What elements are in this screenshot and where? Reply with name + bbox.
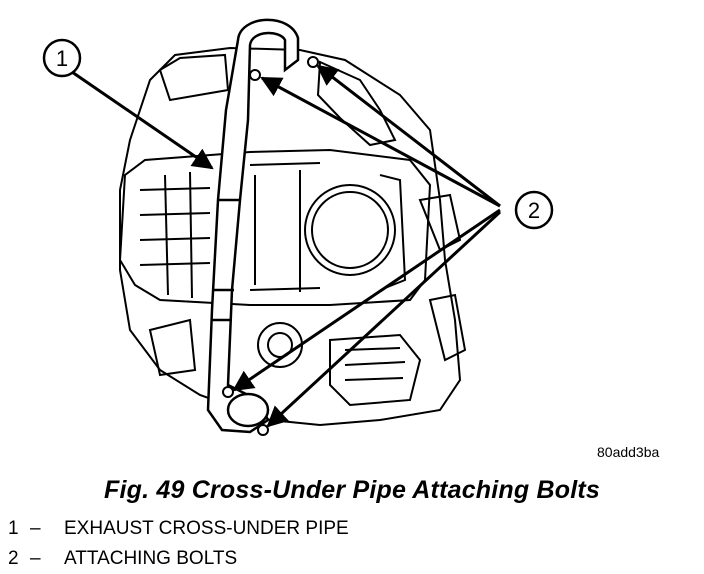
bolt-top-right <box>307 56 319 68</box>
leader-arrows <box>71 64 502 428</box>
callout-2-label: 2 <box>528 198 540 223</box>
legend-text: EXHAUST CROSS-UNDER PIPE <box>64 518 349 539</box>
arrow-callout-2-a <box>260 76 501 208</box>
arrow-callout-2-c <box>232 208 501 392</box>
arrow-callout-1 <box>71 70 214 170</box>
image-code: 80add3ba <box>597 444 660 460</box>
legend: 1– EXHAUST CROSS-UNDER PIPE 2– ATTACHING B… <box>8 514 349 574</box>
arrow-callout-2-b <box>316 64 501 208</box>
legend-number: 2 <box>8 548 19 569</box>
bolt-bottom-right <box>257 424 269 436</box>
legend-number: 1 <box>8 518 19 539</box>
legend-item: 2– ATTACHING BOLTS <box>8 544 349 574</box>
engine-block <box>118 46 467 427</box>
attaching-bolts <box>222 56 319 436</box>
callout-1-label: 1 <box>56 46 68 71</box>
figure-caption: Fig. 49 Cross-Under Pipe Attaching Bolts <box>103 476 601 504</box>
arrow-callout-2-d <box>266 210 502 428</box>
legend-dash: – <box>30 548 41 569</box>
bolt-top-left <box>249 69 261 81</box>
bolt-bottom-left <box>222 386 234 398</box>
engine-illustration: 1 2 <box>42 18 554 436</box>
callout-1: 1 <box>42 38 82 78</box>
legend-text: ATTACHING BOLTS <box>64 548 238 569</box>
legend-item: 1– EXHAUST CROSS-UNDER PIPE <box>8 514 349 544</box>
callout-2: 2 <box>514 190 554 230</box>
legend-dash: – <box>30 518 41 539</box>
exhaust-pipe <box>206 18 300 434</box>
